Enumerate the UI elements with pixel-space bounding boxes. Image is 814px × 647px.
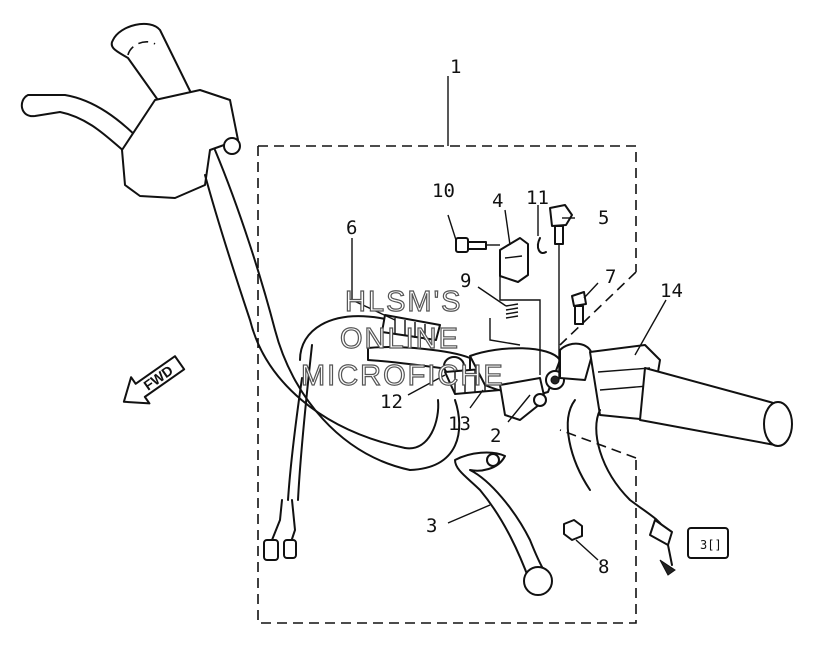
assembly-boundary bbox=[257, 76, 637, 624]
right-grip: 3[] bbox=[566, 344, 793, 576]
brake-lever bbox=[454, 451, 553, 596]
callout-labels: 1 2 3 4 5 6 7 8 9 10 11 12 13 14 bbox=[346, 56, 683, 578]
leader-lines bbox=[351, 205, 667, 561]
clutch-cable bbox=[287, 314, 441, 501]
pin-11 bbox=[536, 237, 547, 254]
callout-11: 11 bbox=[526, 187, 549, 209]
callout-13: 13 bbox=[448, 413, 471, 435]
callout-14: 14 bbox=[660, 280, 683, 302]
callout-3: 3 bbox=[426, 515, 437, 537]
callout-2: 2 bbox=[490, 425, 501, 447]
nut-8 bbox=[563, 519, 583, 541]
callout-6: 6 bbox=[346, 217, 357, 239]
watermark-line-1: HLSM'S bbox=[345, 286, 462, 318]
callout-9: 9 bbox=[460, 270, 471, 292]
switch-wire bbox=[263, 499, 297, 561]
forward-arrow: FWD bbox=[122, 355, 186, 405]
callout-10: 10 bbox=[432, 180, 455, 202]
bolt-5 bbox=[549, 204, 573, 380]
callout-12: 12 bbox=[380, 391, 403, 413]
left-handlebar-assembly bbox=[20, 22, 461, 471]
callout-4: 4 bbox=[492, 190, 503, 212]
svg-text:3[]: 3[] bbox=[700, 538, 722, 552]
watermark-line-3: MICROFICHE bbox=[301, 360, 505, 392]
spring-9 bbox=[489, 303, 521, 346]
callout-8: 8 bbox=[598, 556, 609, 578]
bolt-10 bbox=[455, 237, 500, 253]
callout-5: 5 bbox=[598, 207, 609, 229]
callout-7: 7 bbox=[605, 266, 616, 288]
watermark-line-2: ONLINE bbox=[340, 323, 460, 355]
screw-7 bbox=[571, 291, 587, 325]
bracket-4 bbox=[499, 237, 541, 375]
watermark: HLSM'S ONLINE MICROFICHE bbox=[300, 285, 505, 392]
callout-1: 1 bbox=[450, 56, 461, 78]
